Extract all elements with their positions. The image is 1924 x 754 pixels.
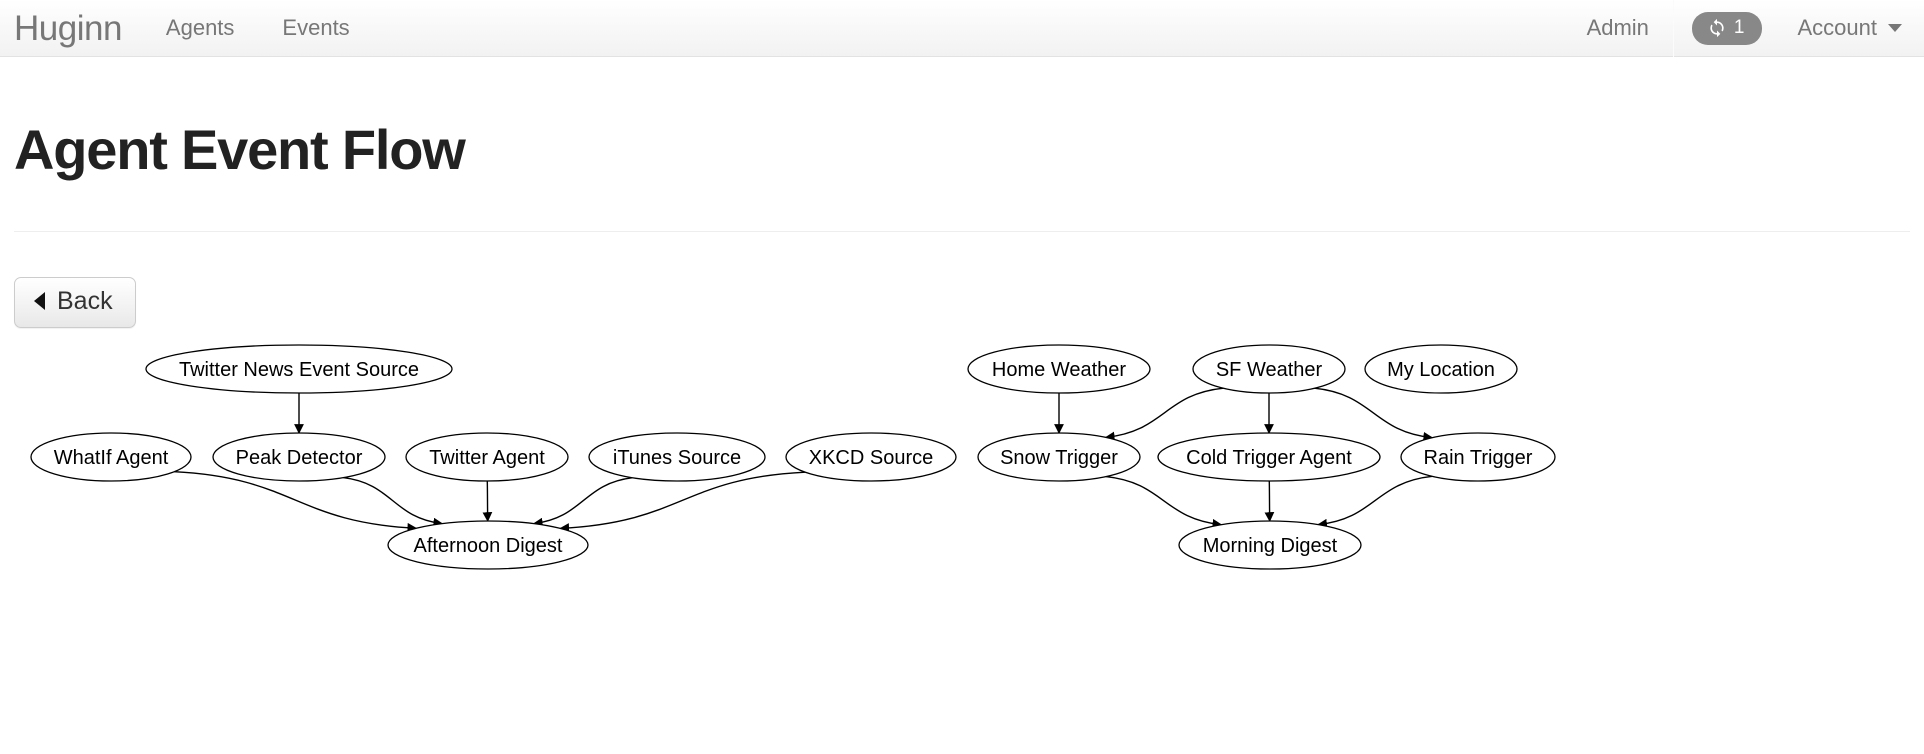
graph-node-label: Snow Trigger bbox=[1000, 447, 1118, 469]
navbar-right-group: Admin 1 Account bbox=[1563, 0, 1924, 57]
graph-node-shape bbox=[785, 432, 957, 482]
graph-node[interactable]: Twitter News Event Source bbox=[145, 344, 453, 394]
graph-node-label: iTunes Source bbox=[613, 447, 741, 469]
graph-node[interactable]: Peak Detector bbox=[212, 432, 386, 482]
graph-node-label: Home Weather bbox=[992, 359, 1126, 381]
graph-node-shape bbox=[145, 344, 453, 394]
graph-edge bbox=[1105, 475, 1223, 529]
graph-node[interactable]: Snow Trigger bbox=[977, 432, 1141, 482]
graph-edge bbox=[174, 470, 418, 533]
page-title: Agent Event Flow bbox=[14, 118, 466, 181]
graph-node-label: Peak Detector bbox=[236, 447, 363, 469]
graph-node-label: Afternoon Digest bbox=[414, 535, 563, 557]
graph-node-shape bbox=[1364, 344, 1518, 394]
graph-node[interactable]: Twitter Agent bbox=[405, 432, 569, 482]
graph-edge bbox=[532, 476, 633, 528]
worker-status-badge[interactable]: 1 bbox=[1691, 11, 1762, 45]
graph-node[interactable]: Rain Trigger bbox=[1400, 432, 1556, 482]
graph-edge bbox=[1314, 387, 1434, 442]
account-menu[interactable]: Account bbox=[1780, 0, 1924, 56]
graph-node-shape bbox=[1178, 520, 1362, 570]
navbar: Huginn Agents Events Admin 1 Account bbox=[0, 0, 1924, 57]
graph-node-label: WhatIf Agent bbox=[54, 447, 169, 469]
graph-node[interactable]: Morning Digest bbox=[1178, 520, 1362, 570]
graph-node-shape bbox=[405, 432, 569, 482]
graph-node-label: Morning Digest bbox=[1203, 535, 1338, 557]
refresh-icon bbox=[1707, 18, 1727, 38]
graph-node-label: Cold Trigger Agent bbox=[1186, 447, 1352, 469]
graph-node[interactable]: Afternoon Digest bbox=[387, 520, 589, 570]
nav-link-events[interactable]: Events bbox=[282, 15, 350, 40]
graph-node-label: Twitter News Event Source bbox=[179, 359, 419, 381]
graph-node-label: My Location bbox=[1387, 359, 1495, 381]
graph-edge bbox=[343, 476, 444, 528]
graph-node[interactable]: iTunes Source bbox=[588, 432, 766, 482]
chevron-left-icon bbox=[34, 292, 45, 311]
account-label: Account bbox=[1797, 15, 1878, 40]
graph-node-label: Rain Trigger bbox=[1424, 447, 1533, 469]
back-button[interactable]: Back bbox=[14, 276, 136, 328]
caret-down-icon bbox=[1888, 24, 1902, 32]
graph-node-shape bbox=[977, 432, 1141, 482]
graph-node[interactable]: SF Weather bbox=[1192, 344, 1346, 394]
graph-node-shape bbox=[588, 432, 766, 482]
nav-link-admin[interactable]: Admin bbox=[1586, 15, 1649, 40]
graph-node-shape bbox=[30, 432, 192, 482]
graph-node-shape bbox=[212, 432, 386, 482]
graph-edges bbox=[174, 387, 1434, 533]
graph-node[interactable]: WhatIf Agent bbox=[30, 432, 192, 482]
nav-link-agents[interactable]: Agents bbox=[165, 15, 235, 40]
navbar-left-group: Huginn Agents Events bbox=[0, 0, 374, 56]
title-divider bbox=[14, 230, 1910, 232]
graph-node[interactable]: XKCD Source bbox=[785, 432, 957, 482]
brand-logo[interactable]: Huginn bbox=[14, 8, 122, 48]
graph-node-shape bbox=[1192, 344, 1346, 394]
graph-node-shape bbox=[387, 520, 589, 570]
graph-node-label: XKCD Source bbox=[809, 447, 934, 469]
graph-edge bbox=[1317, 475, 1433, 529]
graph-edge bbox=[1104, 387, 1224, 442]
graph-node-shape bbox=[967, 344, 1151, 394]
graph-node-shape bbox=[1400, 432, 1556, 482]
graph-node[interactable]: Cold Trigger Agent bbox=[1157, 432, 1381, 482]
graph-node[interactable]: My Location bbox=[1364, 344, 1518, 394]
navbar-divider bbox=[1672, 0, 1674, 57]
graph-node-shape bbox=[1157, 432, 1381, 482]
graph-node-label: Twitter Agent bbox=[429, 447, 545, 469]
main-container: Agent Event Flow Back Twitter News Event… bbox=[0, 118, 1924, 642]
graph-edge bbox=[559, 471, 806, 533]
worker-badge-count: 1 bbox=[1733, 17, 1745, 38]
graph-node[interactable]: Home Weather bbox=[967, 344, 1151, 394]
graph-node-label: SF Weather bbox=[1216, 359, 1323, 381]
back-button-label: Back bbox=[57, 286, 113, 315]
